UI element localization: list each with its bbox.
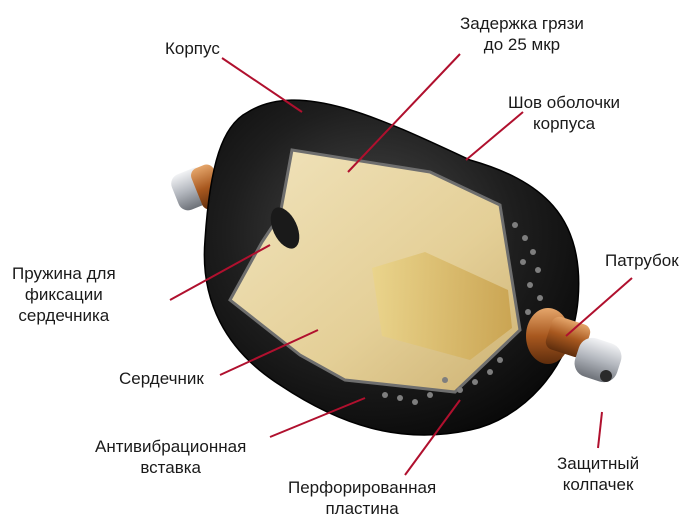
leader-core: [219, 329, 319, 376]
protective-cap: [574, 337, 622, 383]
leader-dirt: [347, 53, 461, 173]
leader-insert: [269, 397, 366, 438]
label-shell-seam: Шов оболочки корпуса: [508, 93, 621, 133]
label-protective-cap: Защитный колпачек: [557, 454, 640, 494]
leader-body: [221, 57, 303, 113]
perforated-plate-holes: [382, 222, 543, 405]
leader-nozzle: [565, 277, 633, 337]
spring-cavity: [270, 207, 300, 249]
leader-lines: [169, 53, 633, 476]
label-nozzle: Патрубок: [605, 251, 679, 270]
label-body: Корпус: [165, 39, 220, 58]
leader-plate: [404, 399, 461, 476]
filter-core-insert: [372, 252, 512, 360]
label-spring: Пружина для фиксации сердечника: [12, 264, 116, 325]
leader-spring: [169, 244, 271, 301]
label-perforated-plate: Перфорированная пластина: [288, 478, 437, 518]
leader-seam: [465, 111, 524, 161]
label-anti-vibration-insert: Антивибрационная вставка: [95, 437, 247, 477]
label-core: Сердечник: [119, 369, 204, 388]
leader-cap: [597, 411, 603, 449]
label-dirt-retention: Задержка грязи до 25 мкр: [460, 14, 584, 54]
